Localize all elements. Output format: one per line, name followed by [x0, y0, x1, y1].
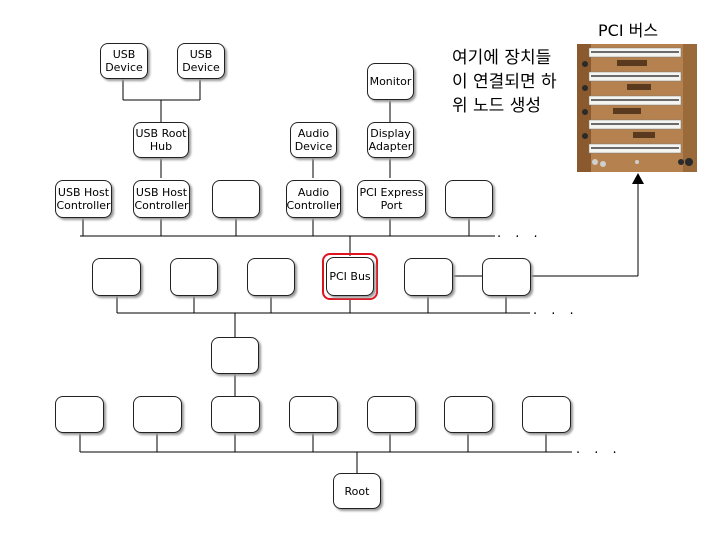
- display-adapter-node: Display Adapter: [367, 122, 414, 158]
- photo-title: PCI 버스: [598, 21, 659, 40]
- pci-express-port-node: PCI Express Port: [357, 180, 426, 218]
- ellipsis: . . .: [497, 226, 543, 241]
- pci-bus-node: PCI Bus: [326, 257, 374, 296]
- usb-host-controller-node: USB Host Controller: [133, 180, 190, 218]
- usb-device-node: USB Device: [100, 43, 148, 79]
- motherboard-image: [577, 44, 697, 172]
- empty-node: [367, 396, 416, 433]
- empty-node: [92, 258, 141, 296]
- empty-node: [445, 180, 493, 218]
- root-node: Root: [333, 473, 381, 509]
- empty-node: [522, 396, 571, 433]
- empty-node: [482, 258, 531, 296]
- audio-device-node: Audio Device: [290, 122, 337, 158]
- empty-node: [55, 396, 104, 433]
- usb-host-controller-node: USB Host Controller: [55, 180, 112, 218]
- empty-node: [444, 396, 493, 433]
- callout-text: 여기에 장치들 이 연결되면 하 위 노드 생성: [452, 48, 557, 116]
- usb-device-node: USB Device: [177, 43, 225, 79]
- pci-bus-photo: [577, 44, 697, 172]
- audio-controller-node: Audio Controller: [286, 180, 341, 218]
- empty-node: [247, 258, 295, 296]
- usb-root-hub-node: USB Root Hub: [133, 122, 189, 158]
- empty-node: [212, 180, 260, 218]
- ellipsis: . . .: [533, 303, 579, 318]
- empty-node: [289, 396, 338, 433]
- empty-node: [404, 258, 453, 296]
- empty-node: [211, 337, 259, 374]
- ellipsis: . . .: [576, 442, 622, 457]
- empty-node: [133, 396, 182, 433]
- pci-bus-highlight: [322, 253, 378, 300]
- empty-node: [211, 396, 260, 433]
- monitor-node: Monitor: [367, 63, 414, 100]
- empty-node: [170, 258, 218, 296]
